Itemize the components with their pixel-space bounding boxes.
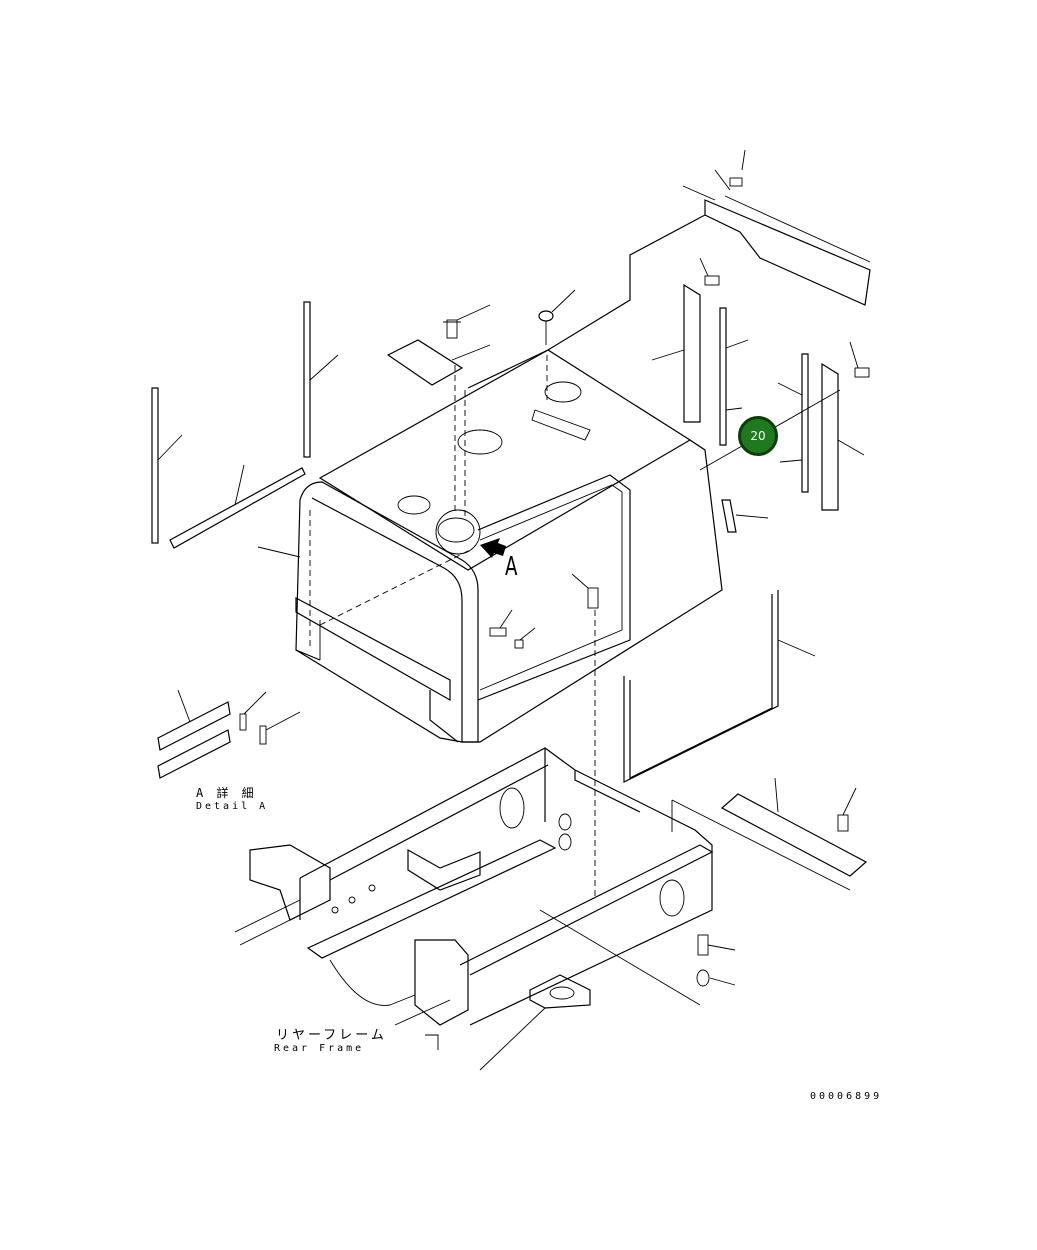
drawing-number: 00006899 — [810, 1091, 883, 1102]
rear-cover-lower — [539, 777, 868, 1006]
u-seal — [623, 590, 816, 783]
view-marker-label: A — [505, 552, 518, 582]
bolt-mid-right — [699, 257, 720, 286]
part-callout-20[interactable]: 20 — [738, 416, 778, 456]
knob-part — [538, 289, 576, 345]
rear-frame — [234, 747, 714, 1071]
hood-bolts — [489, 573, 599, 649]
detail-a-title-en: Detail A — [196, 801, 269, 812]
rear-frame-title-jp: リヤーフレーム — [276, 1028, 387, 1043]
detail-a-title-jp: A 詳 細 — [196, 786, 257, 800]
detail-a-sketch — [157, 689, 301, 779]
engine-hood — [295, 214, 723, 900]
rear-cover-panels — [651, 149, 871, 511]
access-cover-plate — [386, 304, 491, 386]
rear-frame-title-en: Rear Frame — [274, 1043, 365, 1054]
bolt-top-right — [729, 149, 746, 187]
seal-strips-left — [151, 301, 339, 558]
cushion-block — [721, 499, 769, 533]
bolt-right — [849, 341, 870, 378]
view-arrow — [435, 509, 506, 558]
